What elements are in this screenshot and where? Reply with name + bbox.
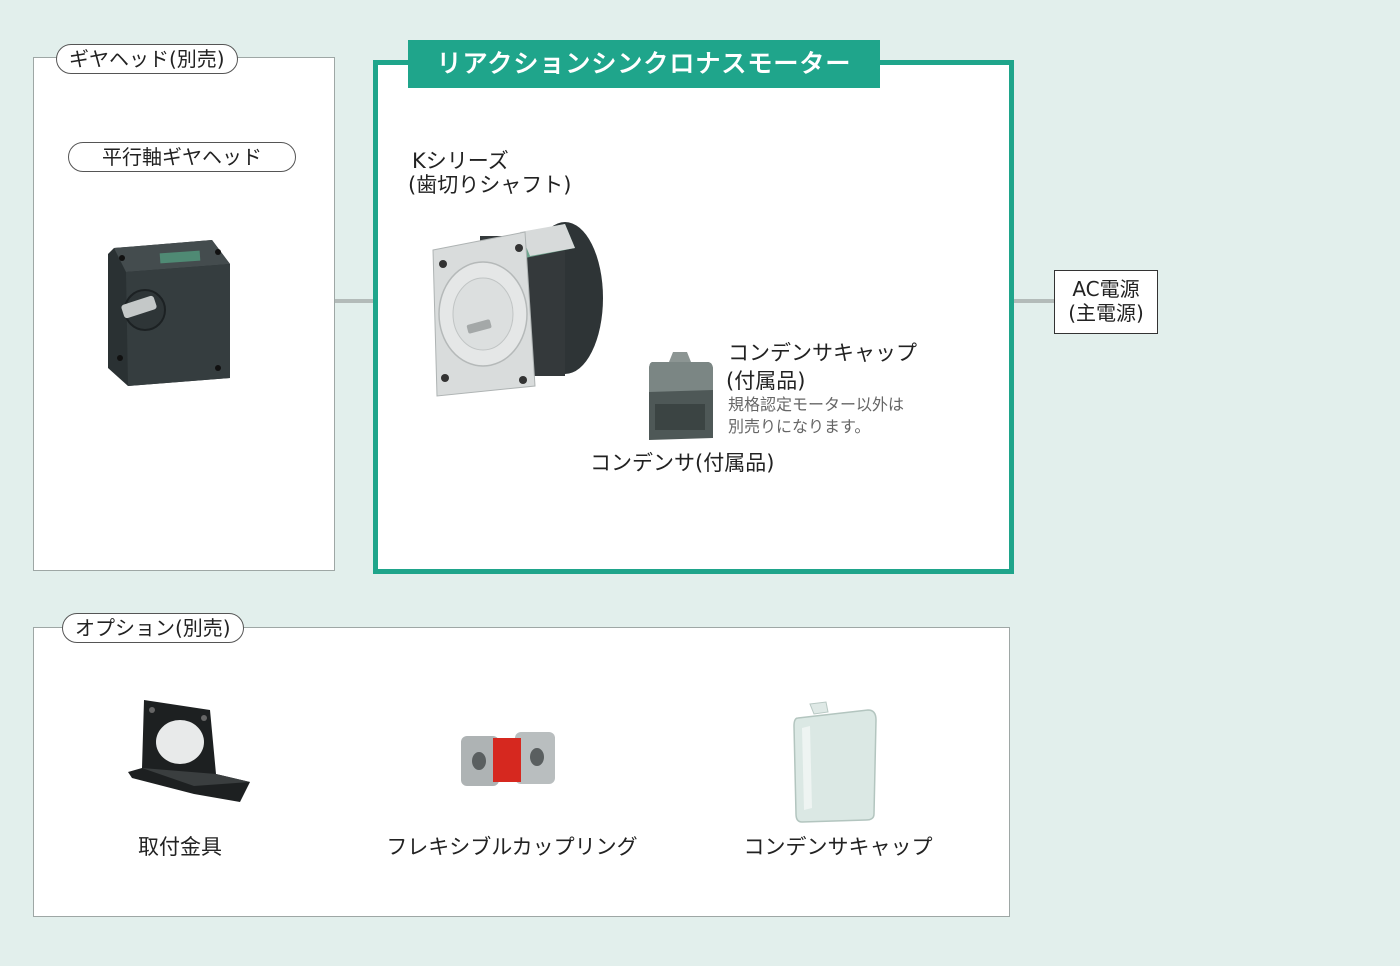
option-label-mounting-bracket: 取付金具 (138, 835, 222, 859)
cap-accessory-note: (付属品) (726, 369, 806, 393)
capacitor-cap-image (793, 701, 877, 823)
main-power-label: (主電源) (1068, 301, 1144, 325)
option-label-capacitor-cap: コンデンサキャップ (743, 835, 933, 859)
parallel-shaft-gearhead-image (108, 240, 230, 386)
options-section-title: オプション(別売) (62, 613, 244, 643)
cap-availability-note-line1: 規格認定モーター以外は (728, 395, 905, 414)
ac-power-label: AC電源 (1072, 277, 1140, 301)
series-name: Kシリーズ (412, 149, 509, 173)
mounting-bracket-image (128, 700, 250, 802)
cap-label: コンデンサキャップ (728, 341, 917, 365)
capacitor-image (649, 352, 713, 440)
ac-power-box: AC電源 (主電源) (1054, 270, 1158, 334)
option-label-flexible-coupling: フレキシブルカップリング (386, 835, 638, 859)
cap-availability-note-line2: 別売りになります。 (728, 417, 871, 436)
gearhead-section-title: ギヤヘッド(別売) (56, 44, 238, 74)
gearhead-item-label: 平行軸ギヤヘッド (68, 142, 296, 172)
capacitor-label: コンデンサ(付属品) (590, 451, 775, 475)
k-series-motor-image (432, 222, 603, 397)
series-shaft-type: (歯切りシャフト) (408, 173, 572, 197)
motor-section-title: リアクションシンクロナスモーター (408, 40, 880, 88)
flexible-coupling-image (461, 732, 555, 786)
